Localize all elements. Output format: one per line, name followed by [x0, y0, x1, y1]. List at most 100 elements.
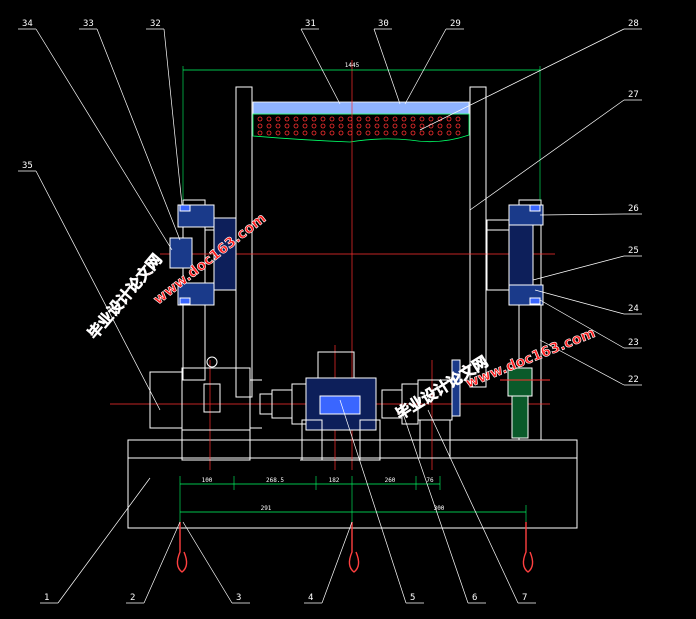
- callout-leader: [539, 299, 625, 349]
- callout-number: 25: [628, 246, 639, 256]
- dim-label-5: 76: [426, 477, 434, 484]
- mesh-dot: [401, 123, 407, 129]
- callout-number: 1: [44, 593, 49, 603]
- mesh-dot: [302, 116, 308, 122]
- mesh-dot: [284, 116, 290, 122]
- mesh-dot: [455, 116, 461, 122]
- callout-leader: [321, 521, 353, 604]
- mesh-dot: [266, 130, 272, 136]
- callout-leader: [163, 28, 183, 206]
- callout-number: 23: [628, 338, 639, 348]
- callout-leader: [399, 404, 469, 604]
- mesh-dot: [329, 130, 335, 136]
- callout-leader: [373, 28, 401, 105]
- callout-number: 3: [236, 593, 241, 603]
- callout-leader: [539, 339, 625, 386]
- mesh-dot: [419, 116, 425, 122]
- callout-leader: [143, 521, 181, 604]
- callout-number: 22: [628, 375, 639, 385]
- motor: [149, 356, 262, 461]
- mesh-dot: [419, 130, 425, 136]
- callout-leader: [469, 99, 625, 211]
- mesh-dot: [293, 123, 299, 129]
- mesh-dot: [446, 116, 452, 122]
- mesh-dot: [347, 123, 353, 129]
- mesh-dot: [302, 123, 308, 129]
- dim-label-7: 300: [434, 505, 445, 512]
- mesh-dot: [320, 130, 326, 136]
- left-bearing-housing: [169, 204, 237, 306]
- mesh-dot: [275, 116, 281, 122]
- callout-leader: [532, 255, 625, 281]
- callout-leader: [419, 28, 625, 131]
- mesh-dot: [284, 123, 290, 129]
- mesh-dot: [374, 130, 380, 136]
- callout-number: 26: [628, 204, 639, 214]
- mesh-dot: [410, 123, 416, 129]
- mesh-dot: [320, 116, 326, 122]
- mesh-dot: [437, 123, 443, 129]
- mesh-dot: [311, 116, 317, 122]
- mesh-dots: [257, 116, 461, 136]
- callout-number: 32: [150, 19, 161, 29]
- callout-leader: [182, 521, 233, 604]
- callout-number: 24: [628, 304, 639, 314]
- mesh-dot: [275, 123, 281, 129]
- callout-number: 29: [450, 19, 461, 29]
- mesh-dot: [392, 123, 398, 129]
- dim-label-1: 100: [202, 477, 213, 484]
- mesh-dot: [311, 130, 317, 136]
- mesh-dot: [356, 130, 362, 136]
- mesh-dot: [401, 116, 407, 122]
- callout-leader: [35, 28, 173, 251]
- callout-leader: [404, 28, 447, 105]
- callout-number: 35: [22, 161, 33, 171]
- mesh-dot: [347, 116, 353, 122]
- mesh-dot: [356, 123, 362, 129]
- callout-number: 28: [628, 19, 639, 29]
- mesh-dot: [410, 130, 416, 136]
- callout-leader: [339, 399, 407, 604]
- mesh-dot: [293, 116, 299, 122]
- mesh-dot: [383, 116, 389, 122]
- mesh-dot: [392, 130, 398, 136]
- callout-leader: [300, 28, 341, 105]
- callout-leader: [427, 409, 519, 604]
- mesh-dot: [347, 130, 353, 136]
- mesh-dot: [428, 130, 434, 136]
- mesh-dot: [356, 116, 362, 122]
- mesh-dot: [374, 116, 380, 122]
- mesh-dot: [338, 130, 344, 136]
- callout-leader: [35, 170, 161, 411]
- callout-leader: [57, 477, 151, 604]
- lifting-hooks: [176, 522, 534, 573]
- mesh-dot: [266, 123, 272, 129]
- mesh-dot: [383, 130, 389, 136]
- mesh-dot: [419, 123, 425, 129]
- mesh-dot: [401, 130, 407, 136]
- mesh-dot: [446, 130, 452, 136]
- top-platform: [252, 101, 470, 143]
- mesh-dot: [455, 123, 461, 129]
- mesh-dot: [302, 130, 308, 136]
- right-support: [417, 359, 550, 459]
- mesh-dot: [437, 130, 443, 136]
- mesh-dot: [365, 130, 371, 136]
- mesh-dot: [455, 130, 461, 136]
- dim-label-3: 182: [329, 477, 340, 484]
- mesh-dot: [383, 123, 389, 129]
- dim-label-6: 291: [261, 505, 272, 512]
- callout-number: 2: [130, 593, 135, 603]
- mesh-dot: [338, 116, 344, 122]
- dim-label-top: 1445: [345, 62, 360, 69]
- callout-number: 4: [308, 593, 313, 603]
- callout-number: 31: [305, 19, 316, 29]
- leader-lines: [18, 28, 642, 604]
- callout-number: 6: [472, 593, 477, 603]
- callout-number: 5: [410, 593, 415, 603]
- mesh-dot: [446, 123, 452, 129]
- callout-number: 33: [83, 19, 94, 29]
